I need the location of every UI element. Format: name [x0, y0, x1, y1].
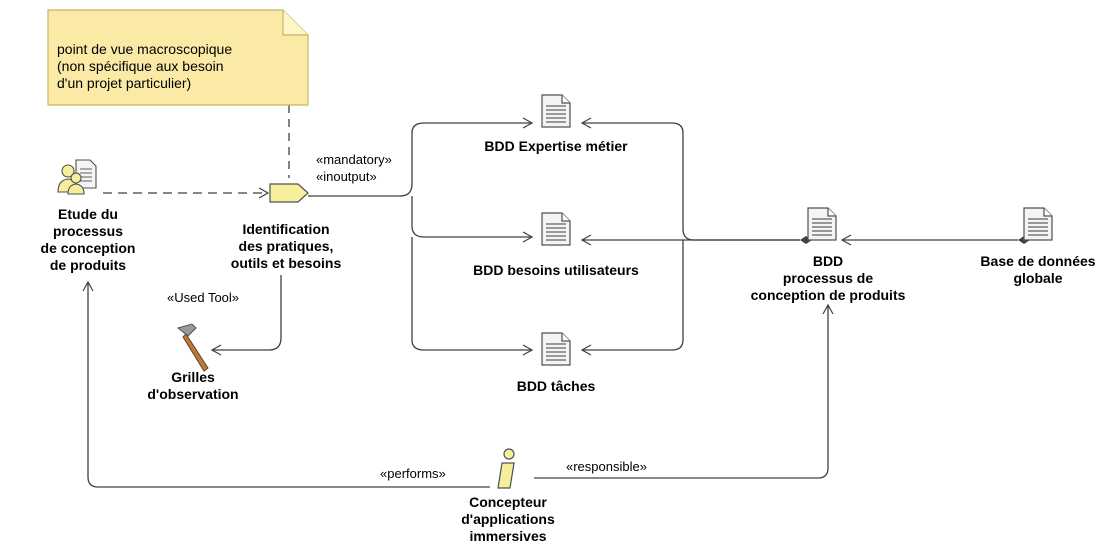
task-use-icon — [269, 183, 309, 203]
etude-label-line: Etude du — [58, 206, 118, 222]
grilles-label-line: d'observation — [147, 386, 239, 402]
base-globale-label-line: globale — [1013, 270, 1063, 286]
concepteur-label-line: Concepteur — [469, 494, 547, 510]
grilles-node-label[interactable]: Grilles d'observation — [118, 369, 268, 403]
identification-label-line: des pratiques, — [238, 238, 334, 254]
base-globale-label[interactable]: Base de données globale — [958, 253, 1118, 287]
etude-label-line: de produits — [49, 257, 127, 273]
identification-node-label[interactable]: Identification des pratiques, outils et … — [206, 221, 366, 272]
used-tool-link — [210, 275, 282, 356]
performs-link — [82, 280, 490, 488]
used-tool-stereotype: «Used Tool» — [167, 290, 240, 305]
responsible-stereotype: «responsible» — [566, 459, 647, 474]
identification-label-line: Identification — [242, 221, 330, 237]
bdd-processus-label[interactable]: BDD processus de conception de produits — [718, 253, 938, 304]
bdd-expertise-label[interactable]: BDD Expertise métier — [484, 138, 628, 154]
bdd-processus-document-icon — [807, 207, 837, 241]
etude-node-label[interactable]: Etude du processus de conception de prod… — [18, 206, 158, 274]
note-line: (non spécifique aux besoin — [57, 58, 224, 74]
concepteur-label-line: d'applications — [461, 511, 555, 527]
responsible-link — [534, 303, 834, 479]
inoutput-stereotype: «inoutput» — [316, 169, 377, 184]
role-person-icon — [497, 448, 515, 489]
bdd-processus-label-line: conception de produits — [750, 287, 906, 303]
output-to-taches — [411, 237, 534, 356]
base-globale-document-icon — [1023, 207, 1053, 241]
mandatory-stereotype: «mandatory» — [316, 152, 392, 167]
performs-stereotype: «performs» — [380, 466, 446, 481]
hammer-tool-icon — [176, 323, 209, 372]
note-text: point de vue macroscopique (non spécifiq… — [57, 41, 297, 92]
bdd-processus-label-line: BDD — [812, 253, 844, 269]
bdd-expertise-document-icon — [541, 94, 571, 128]
etude-label-line: de conception — [40, 240, 136, 256]
process-package-icon — [57, 159, 97, 195]
note-line: point de vue macroscopique — [57, 41, 233, 57]
note-line: d'un projet particulier) — [57, 75, 192, 91]
bdd-taches-label[interactable]: BDD tâches — [516, 378, 596, 394]
bdd-besoins-document-icon — [541, 212, 571, 246]
output-to-besoins — [411, 196, 534, 243]
identification-label-line: outils et besoins — [230, 255, 342, 271]
bdd-besoins-label[interactable]: BDD besoins utilisateurs — [473, 262, 639, 278]
concepteur-label-line: immersives — [469, 528, 547, 544]
bdd-taches-document-icon — [541, 332, 571, 366]
bdd-processus-label-line: processus de — [782, 270, 874, 286]
grilles-label-line: Grilles — [171, 369, 215, 385]
connectors — [82, 105, 1030, 488]
etude-label-line: processus — [52, 223, 124, 239]
output-trunk — [308, 117, 534, 197]
note-shape — [47, 9, 309, 106]
concepteur-node-label[interactable]: Concepteur d'applications immersives — [438, 494, 578, 545]
base-globale-label-line: Base de données — [980, 253, 1096, 269]
processus-to-taches — [580, 240, 684, 356]
